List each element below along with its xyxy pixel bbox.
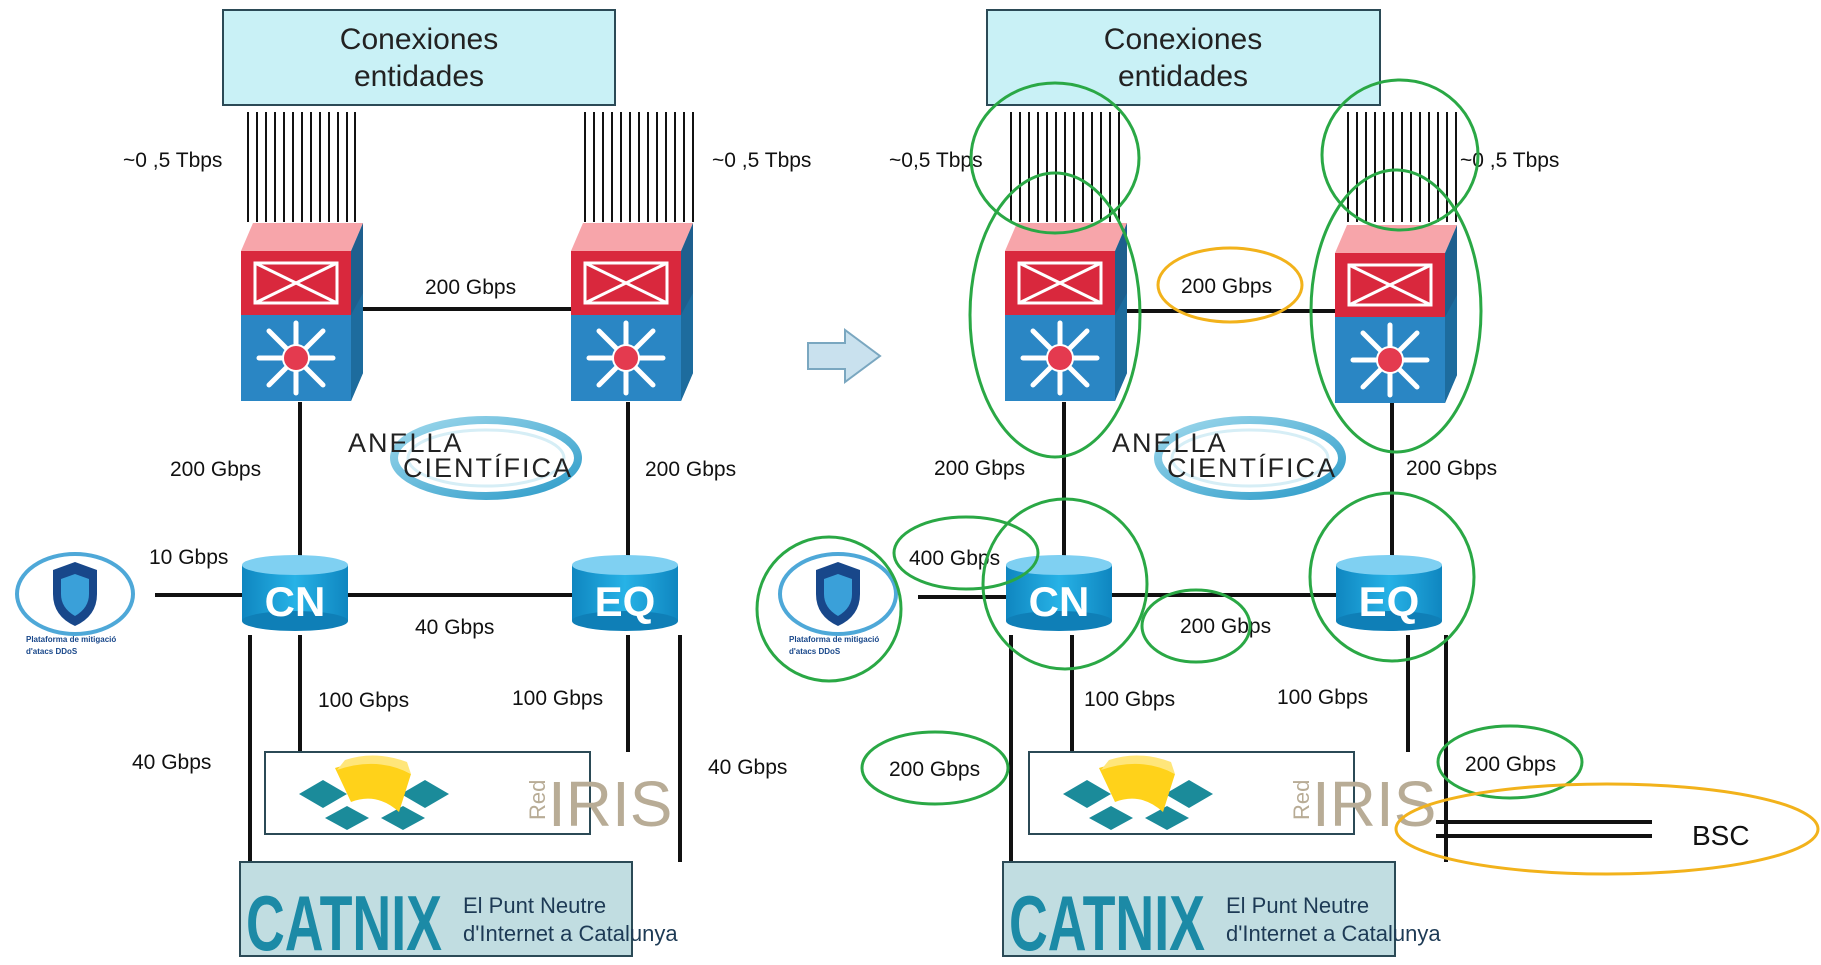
left-entities-line2: entidades: [354, 60, 484, 93]
highlight-switch-eq: [1309, 168, 1483, 454]
left-link-cn-eq-label: 40 Gbps: [415, 616, 494, 639]
highlight-switch-cn: [968, 171, 1142, 459]
right-node-cn-label: CN: [1029, 578, 1090, 625]
left-rediris-red: Red: [525, 780, 550, 820]
left-entities-line1: Conexiones: [340, 23, 498, 56]
right-uplink-left-label: ~0,5 Tbps: [889, 149, 983, 172]
left-switch-cn-icon: [241, 223, 363, 401]
left-ddos-platform-logo: Plataforma de mitigació d'atacs DDoS: [15, 552, 135, 656]
left-catnix-logo: CATNIX El Punt Neutre d'Internet a Catal…: [239, 861, 678, 965]
left-catnix-tag2: d'Internet a Catalunya: [463, 921, 678, 946]
left-link-eq-rediris-label: 100 Gbps: [512, 687, 603, 710]
right-rediris-iris: IRIS: [1312, 768, 1436, 840]
left-anella-line2: CIENTÍFICA: [403, 453, 573, 483]
right-bsc-label: BSC: [1692, 820, 1750, 851]
right-link-right-vertical-label: 200 Gbps: [1406, 457, 1497, 480]
highlight-bsc-link: [1394, 782, 1820, 876]
right-link-left-vertical-label: 200 Gbps: [934, 457, 1025, 480]
right-yellow-highlights: [1156, 246, 1820, 876]
highlight-outer-right-link: [1436, 724, 1584, 800]
right-ddos-shield-icon: [778, 552, 898, 636]
right-ddos-line2: d'atacs DDoS: [789, 647, 841, 656]
right-node-cn: CN: [1006, 555, 1112, 631]
right-catnix-name: CATNIX: [1009, 879, 1205, 965]
right-entities-line2: entidades: [1118, 60, 1248, 93]
right-catnix-tag2: d'Internet a Catalunya: [1226, 921, 1441, 946]
right-link-switches-label: 200 Gbps: [1181, 275, 1272, 298]
right-diagram: Conexiones entidades ~0,5 Tbps ~0 ,5 Tbp…: [755, 9, 1820, 965]
highlight-outer-left-link: [860, 730, 1010, 806]
transition-arrow-icon: [807, 328, 882, 384]
right-node-eq-label: EQ: [1359, 578, 1420, 625]
left-anella-cientifica-logo: ANELLA CIENTÍFICA: [348, 420, 578, 496]
right-link-cn-eq-label: 200 Gbps: [1180, 615, 1271, 638]
left-node-eq: EQ: [572, 555, 678, 631]
left-link-outer-left-label: 40 Gbps: [132, 751, 211, 774]
highlight-ddos: [755, 535, 903, 683]
left-node-eq-label: EQ: [595, 578, 656, 625]
left-links: [155, 307, 682, 862]
left-ddos-shield-icon: [15, 552, 135, 636]
right-entities-box: Conexiones entidades: [986, 9, 1381, 106]
right-uplink-right-label: ~0 ,5 Tbps: [1460, 149, 1559, 172]
highlight-cn-eq-link: [1140, 588, 1252, 664]
highlight-ddos-link: [892, 515, 1040, 591]
left-link-switches-label: 200 Gbps: [425, 276, 516, 299]
right-node-eq: EQ: [1336, 555, 1442, 631]
highlight-node-cn: [981, 497, 1149, 671]
left-ddos-line2: d'atacs DDoS: [26, 647, 78, 656]
left-entities-box: Conexiones entidades: [222, 9, 616, 106]
right-switch-eq-icon: [1335, 225, 1457, 403]
right-anella-line1: ANELLA: [1112, 428, 1228, 458]
right-anella-cientifica-logo: ANELLA CIENTÍFICA: [1112, 420, 1342, 496]
left-catnix-name: CATNIX: [246, 879, 442, 965]
right-catnix-tag1: El Punt Neutre: [1226, 893, 1369, 918]
right-rediris-logo: Red IRIS: [1028, 751, 1436, 840]
right-entities-line1: Conexiones: [1104, 23, 1262, 56]
right-green-highlights: [755, 78, 1584, 806]
right-link-outer-left-label: 200 Gbps: [889, 758, 980, 781]
highlight-node-eq: [1308, 491, 1476, 663]
left-node-cn-label: CN: [265, 578, 326, 625]
highlight-uplink-right: [1320, 78, 1480, 232]
right-link-cn-rediris-label: 100 Gbps: [1084, 688, 1175, 711]
highlight-uplink-left: [969, 81, 1141, 235]
left-link-right-vertical-label: 200 Gbps: [645, 458, 736, 481]
right-ddos-line1: Plataforma de mitigació: [789, 635, 879, 644]
right-anella-line2: CIENTÍFICA: [1167, 453, 1337, 483]
left-uplink-left-label: ~0 ,5 Tbps: [123, 149, 222, 172]
right-uplink-lines: [1010, 112, 1457, 222]
highlight-switches-link: [1156, 246, 1304, 324]
left-node-cn: CN: [242, 555, 348, 631]
right-ddos-platform-logo: Plataforma de mitigació d'atacs DDoS: [778, 552, 898, 656]
left-anella-line1: ANELLA: [348, 428, 464, 458]
right-link-outer-right-label: 200 Gbps: [1465, 753, 1556, 776]
left-diagram: Conexiones entidades ~0 ,5 Tbps ~0 ,5 Tb…: [15, 9, 811, 965]
left-link-outer-right-label: 40 Gbps: [708, 756, 787, 779]
left-rediris-iris: IRIS: [548, 768, 672, 840]
right-link-eq-rediris-label: 100 Gbps: [1277, 686, 1368, 709]
left-rediris-logo: Red IRIS: [264, 751, 672, 840]
left-catnix-tag1: El Punt Neutre: [463, 893, 606, 918]
right-rediris-red: Red: [1289, 780, 1314, 820]
left-switch-eq-icon: [571, 223, 693, 401]
left-link-left-vertical-label: 200 Gbps: [170, 458, 261, 481]
right-switch-cn-icon: [1005, 223, 1127, 401]
right-catnix-logo: CATNIX El Punt Neutre d'Internet a Catal…: [1002, 861, 1441, 965]
left-uplink-right-label: ~0 ,5 Tbps: [712, 149, 811, 172]
right-link-ddos-label: 400 Gbps: [909, 547, 1000, 570]
left-link-ddos-label: 10 Gbps: [149, 546, 228, 569]
left-link-cn-rediris-label: 100 Gbps: [318, 689, 409, 712]
left-ddos-line1: Plataforma de mitigació: [26, 635, 116, 644]
left-uplink-lines: [247, 112, 694, 222]
